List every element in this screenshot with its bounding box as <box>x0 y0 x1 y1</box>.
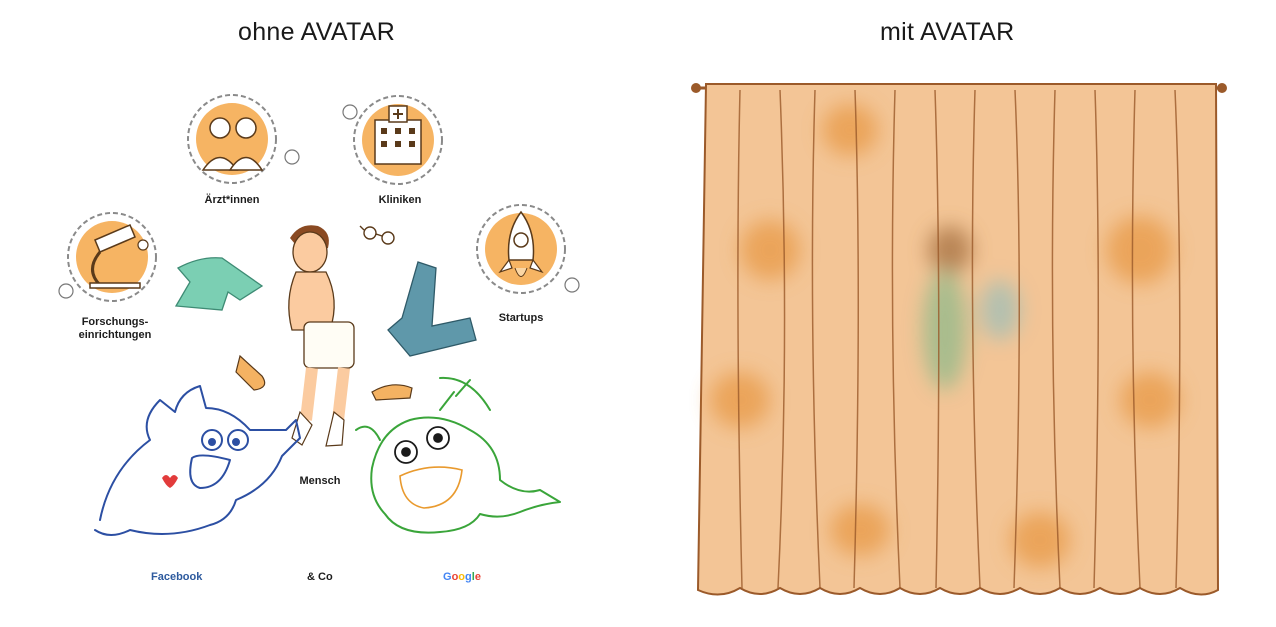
rocket-icon <box>476 204 580 294</box>
google-letter: G <box>443 571 452 583</box>
google-letter: o <box>458 571 466 583</box>
heart-icon <box>162 475 178 488</box>
human-figure <box>288 225 355 447</box>
doctors-icon <box>187 94 300 184</box>
curtain-folds <box>737 89 1181 589</box>
clinic-icon <box>342 95 443 185</box>
facebook-label: Facebook <box>151 571 203 583</box>
google-letter: o <box>451 571 459 583</box>
right-panel-with-avatar: mit AVATAR <box>640 0 1276 627</box>
hidden-scene-blur <box>710 104 1180 568</box>
right-panel-title: mit AVATAR <box>880 18 1015 46</box>
glasses-icon <box>359 225 395 245</box>
left-panel-title: ohne AVATAR <box>238 18 396 46</box>
left-illustration <box>58 94 580 536</box>
label-startups: Startups <box>498 312 544 324</box>
google-letter: g <box>465 571 472 583</box>
and-co-label: & Co <box>307 571 333 583</box>
left-panel-without-avatar: ohne AVATAR <box>58 18 580 583</box>
pants-icon <box>387 261 477 357</box>
label-research: Forschungs- einrichtungen <box>78 316 152 341</box>
shirt-icon <box>174 257 264 311</box>
label-human: Mensch <box>299 475 341 487</box>
green-monster-eyes <box>394 426 450 464</box>
curtain-illustration <box>691 83 1227 596</box>
google-letter: e <box>474 571 481 583</box>
google-letter: l <box>471 571 475 583</box>
shoe-icon <box>371 384 413 401</box>
label-doctors: Ärzt*innen <box>204 194 260 206</box>
label-clinics: Kliniken <box>378 194 422 206</box>
blue-monster <box>94 385 301 536</box>
shoe-icon <box>235 354 266 391</box>
green-monster-mouth <box>399 466 463 509</box>
microscope-icon <box>58 212 157 302</box>
google-label: Google <box>443 571 481 583</box>
green-monster <box>355 376 561 534</box>
